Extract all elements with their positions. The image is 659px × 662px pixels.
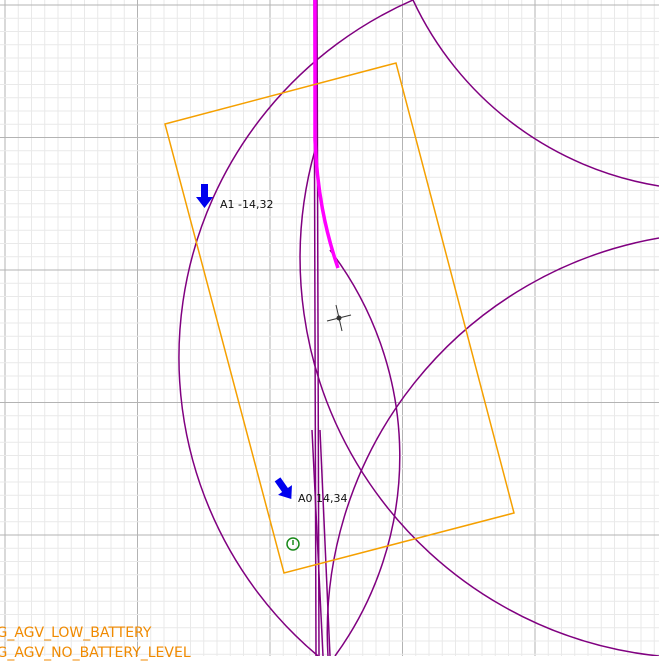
path-curve-left-arc <box>178 0 414 656</box>
path-curve-upper-right-arc <box>412 0 659 187</box>
agv-marker-a0[interactable]: A0 14,34 <box>271 474 348 505</box>
path-curve-center-right-arc <box>299 149 659 656</box>
agv-marker-a1[interactable]: A1 -14,32 <box>196 184 273 211</box>
path-line-lower-b <box>319 429 331 656</box>
warning-no-battery-level: NG_AGV_NO_BATTERY_LEVEL <box>0 645 191 661</box>
path-network <box>178 0 659 656</box>
path-line-lower-a <box>311 429 324 656</box>
selection-region <box>164 62 515 574</box>
path-curve-lower-sweep-arc <box>329 249 401 656</box>
cursor-crosshair <box>326 304 352 332</box>
agv-label-a0: A0 14,34 <box>298 492 348 505</box>
active-route <box>313 0 340 269</box>
arrow-down-right-marker-icon <box>274 477 292 500</box>
warning-low-battery: NG_AGV_LOW_BATTERY <box>0 625 152 641</box>
path-curve-lower-right-arc <box>326 237 659 656</box>
arrow-down-marker-icon <box>196 184 213 208</box>
clock-icon <box>286 537 300 551</box>
agv-label-a1: A1 -14,32 <box>220 198 273 211</box>
path-line-vertical-b <box>316 0 320 656</box>
